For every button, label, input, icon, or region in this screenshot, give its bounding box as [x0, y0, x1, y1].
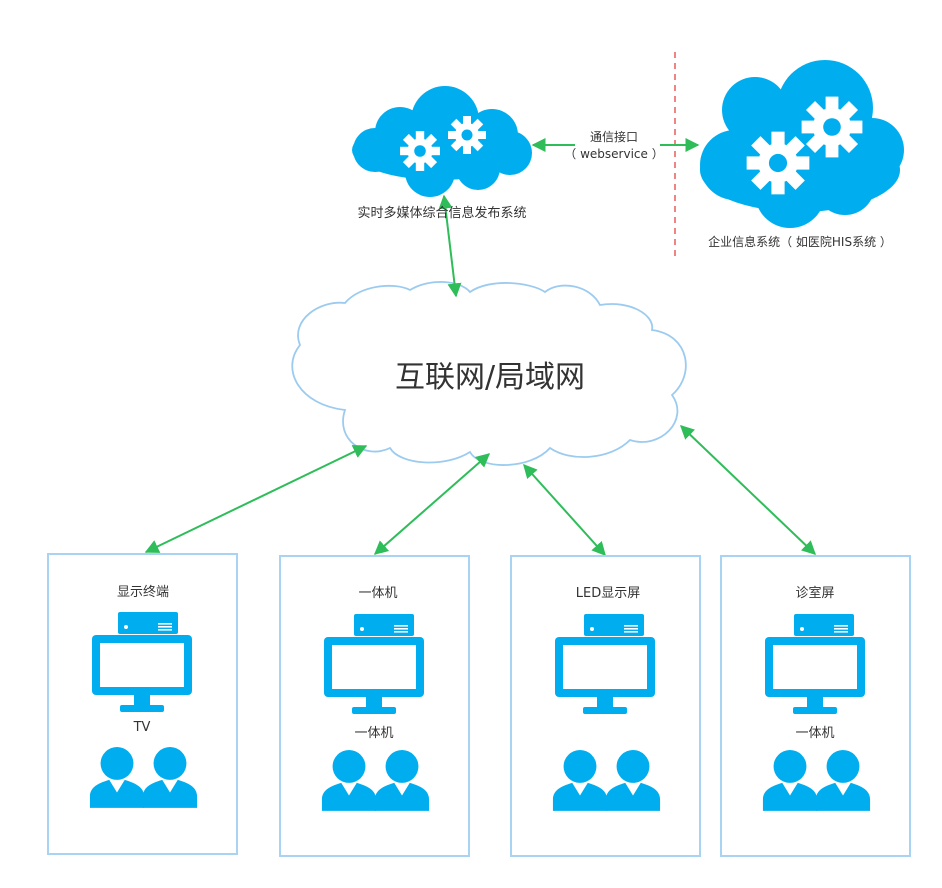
panel-4-title: 诊室屏: [795, 586, 835, 601]
gear-icon: [746, 131, 810, 195]
publish-network-arrow: [438, 194, 462, 298]
gear-icon: [448, 116, 486, 154]
publish-system-label: 实时多媒体综合信息发布系统: [357, 206, 527, 221]
panel-1-title: 显示终端: [116, 585, 170, 600]
panel-display-terminal: [47, 553, 238, 855]
panel-4-arrow: [679, 425, 817, 555]
panel-2-arrow: [373, 453, 491, 555]
panel-3-title: LED显示屏: [575, 586, 641, 601]
panel-1-arrow: [144, 445, 368, 553]
interface-label-line2: （ webservice ）: [564, 147, 664, 161]
panel-led-screen: [510, 555, 701, 857]
enterprise-system-cloud-icon: [700, 60, 904, 228]
enterprise-system-label: 企业信息系统（ 如医院HIS系统 ）: [708, 235, 892, 249]
panel-1-device-label: TV: [133, 720, 151, 735]
panel-3-arrow: [523, 463, 606, 557]
panel-clinic-screen: [720, 555, 911, 857]
gear-icon: [801, 96, 863, 158]
panel-all-in-one: [279, 555, 470, 857]
panel-2-title: 一体机: [358, 586, 398, 601]
panel-4-device-label: 一体机: [795, 726, 835, 741]
network-label: 互联网/局域网: [394, 360, 586, 395]
panel-2-device-label: 一体机: [354, 726, 394, 741]
interface-label-line1: 通信接口: [589, 130, 639, 144]
publish-system-cloud-icon: [352, 86, 532, 197]
gear-icon: [400, 131, 440, 171]
